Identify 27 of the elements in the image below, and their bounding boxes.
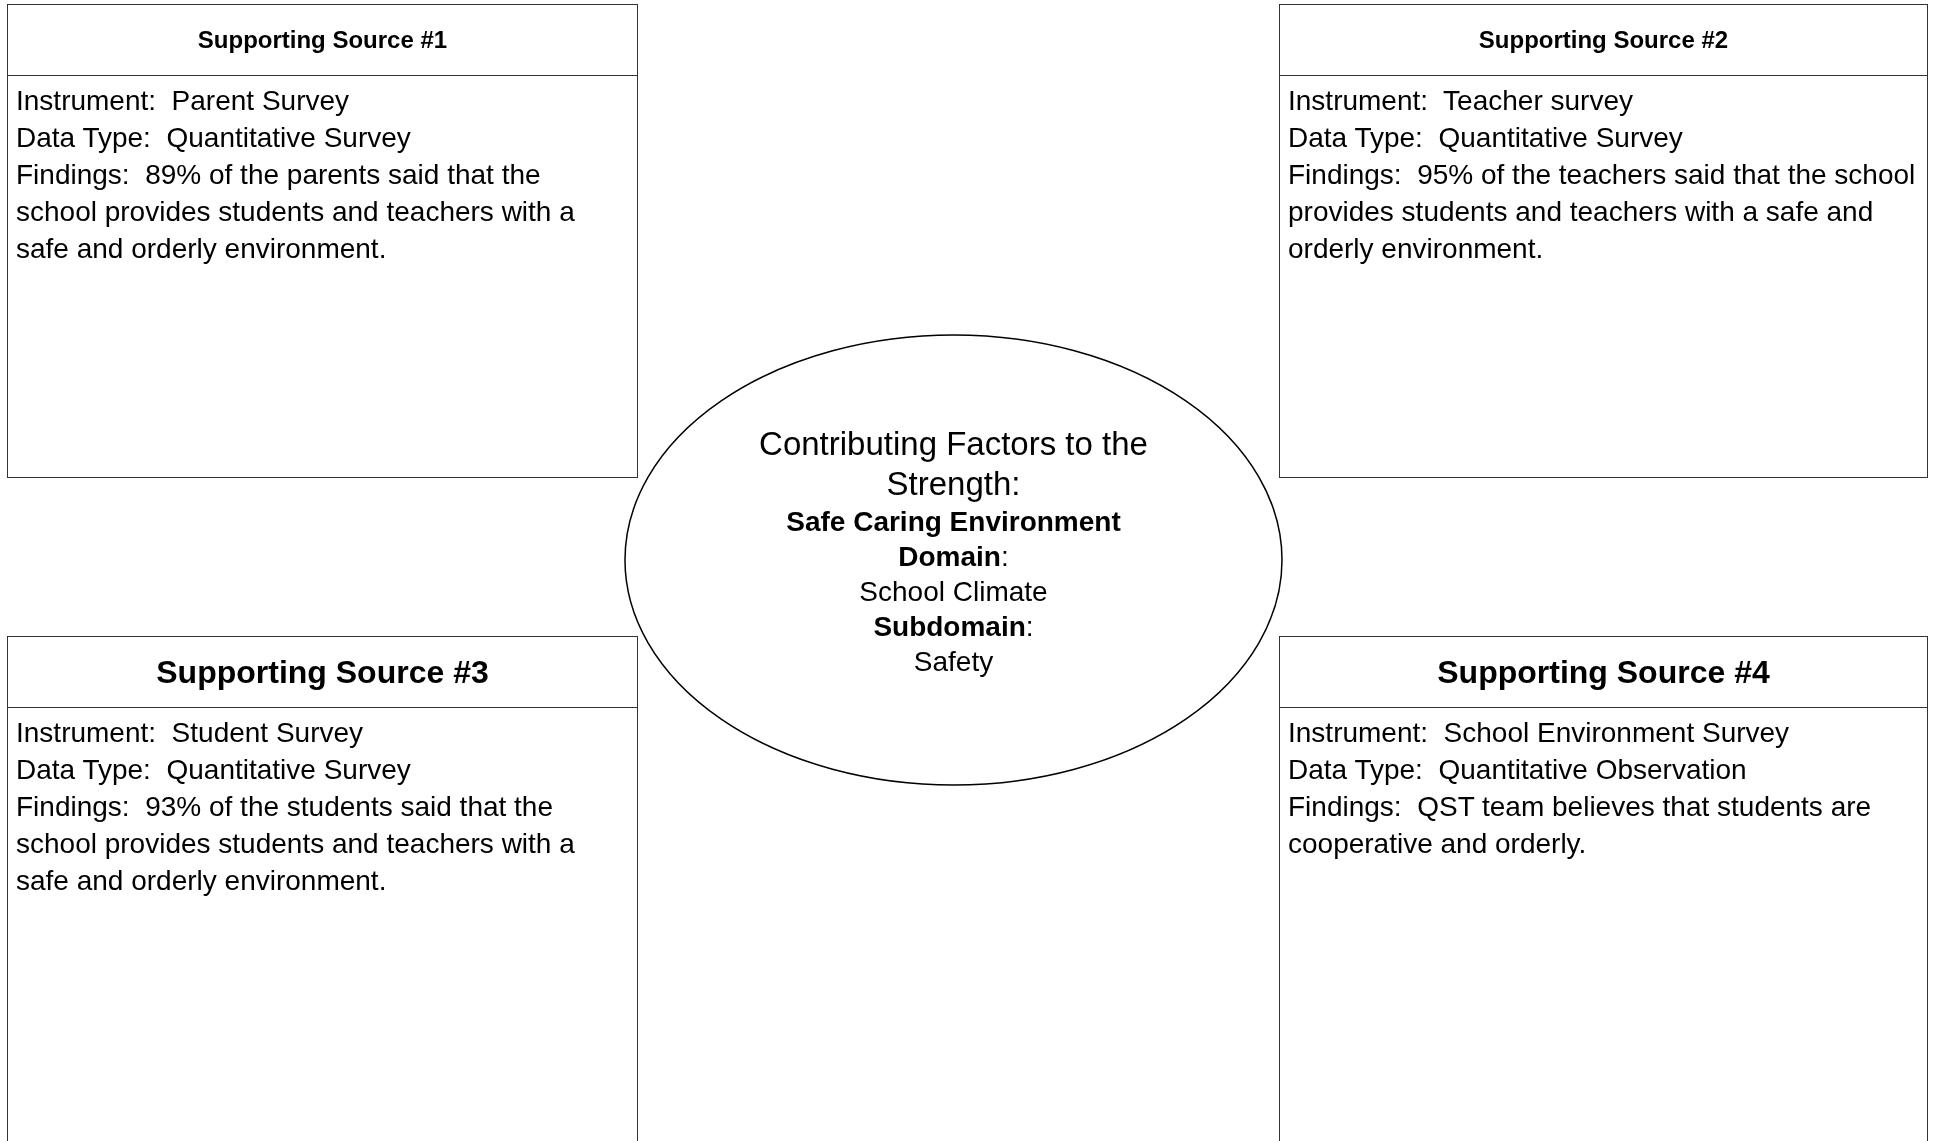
body-text: Findings: 95% of the teachers said that the school provides students and teachers with a safe and orderly environment. bbox=[1288, 158, 1917, 266]
oval-text: School Climate bbox=[858, 575, 1049, 609]
source-box bbox=[7, 4, 638, 478]
body-text: Instrument: School Environment Survey bbox=[1288, 716, 1791, 750]
oval-text: Domain: bbox=[897, 540, 1010, 574]
body-text: Data Type: Quantitative Survey bbox=[16, 121, 412, 155]
body-text: Instrument: Parent Survey bbox=[16, 84, 351, 118]
body-text: Data Type: Quantitative Survey bbox=[16, 753, 412, 787]
oval-heading: Contributing Factors to the Strength: bbox=[758, 424, 1149, 504]
body-text: Findings: 93% of the students said that the school provides students and teachers with a safe and orderly environment. bbox=[16, 790, 576, 898]
source-box bbox=[1279, 4, 1928, 478]
box-heading: Supporting Source #4 bbox=[1437, 653, 1770, 691]
box-heading: Supporting Source #3 bbox=[156, 653, 489, 691]
source-box bbox=[1279, 636, 1928, 1141]
box-heading: Supporting Source #2 bbox=[1478, 26, 1729, 54]
box-heading: Supporting Source #1 bbox=[197, 26, 448, 54]
oval-text: Safety bbox=[912, 645, 995, 679]
oval-text: Subdomain: bbox=[872, 610, 1035, 644]
central-oval bbox=[624, 334, 1283, 786]
oval-text: Safe Caring Environment bbox=[785, 505, 1122, 539]
body-text: Findings: QST team believes that students are cooperative and orderly. bbox=[1288, 790, 1873, 861]
body-text: Instrument: Student Survey bbox=[16, 716, 365, 750]
body-text: Findings: 89% of the parents said that the school provides students and teachers with a safe and orderly environment. bbox=[16, 158, 576, 266]
body-text: Instrument: Teacher survey bbox=[1288, 84, 1634, 118]
source-box bbox=[7, 636, 638, 1141]
body-text: Data Type: Quantitative Survey bbox=[1288, 121, 1684, 155]
body-text: Data Type: Quantitative Observation bbox=[1288, 753, 1748, 787]
